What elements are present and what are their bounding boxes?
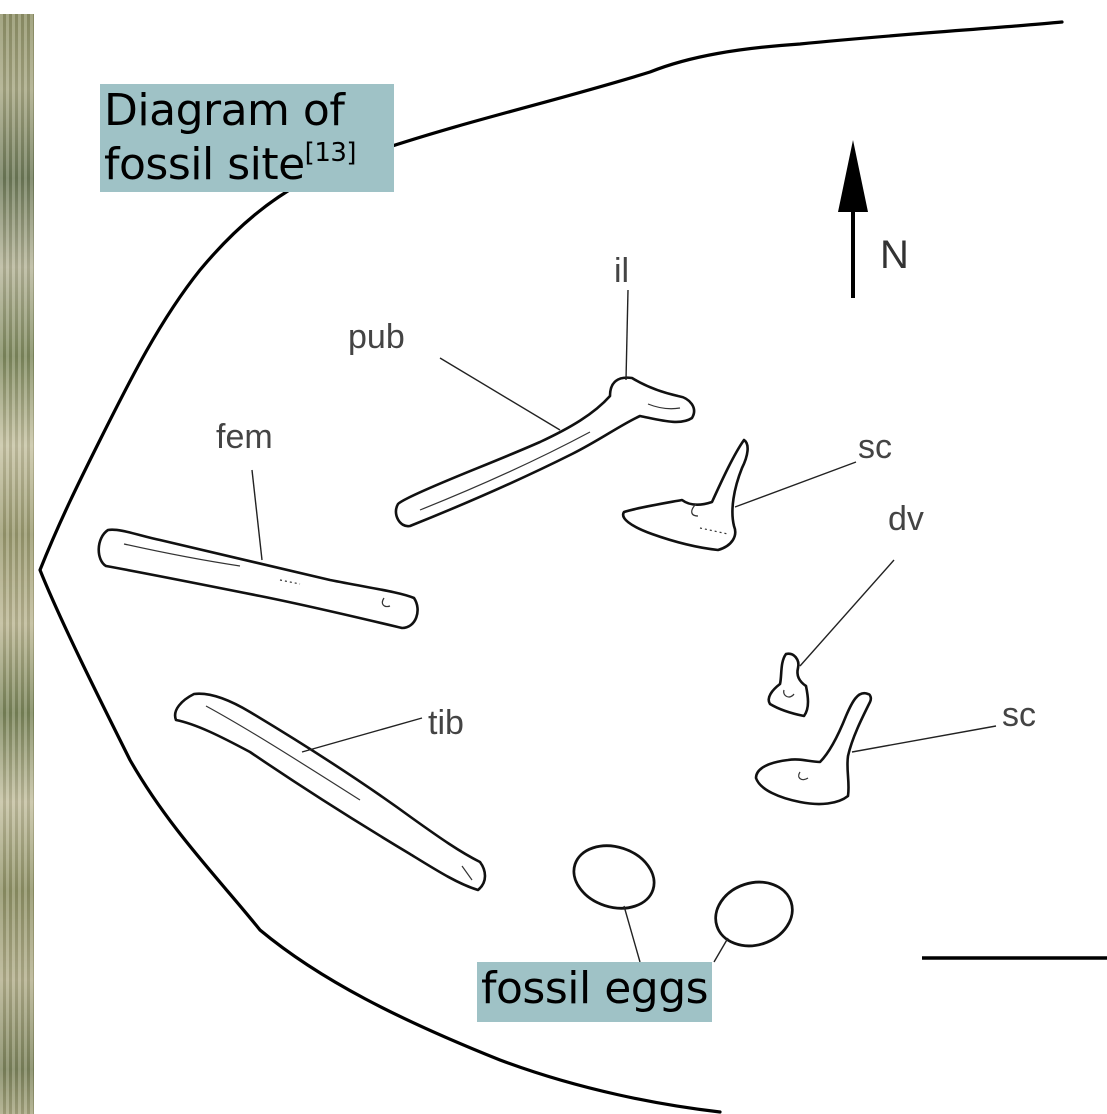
label-tib: tib <box>428 704 464 742</box>
pubis-bone <box>396 378 694 527</box>
diagram-title-caption: Diagram of fossil site[13] <box>100 84 394 192</box>
il-leader <box>626 290 628 380</box>
fossil-egg-1 <box>566 836 663 918</box>
title-line-1: Diagram of <box>104 84 390 138</box>
fossil-eggs-caption: fossil eggs <box>477 962 712 1022</box>
label-dv: dv <box>888 500 924 538</box>
fossil-egg-2 <box>707 872 800 955</box>
label-sc-lower: sc <box>1002 696 1036 734</box>
egg-2-leader <box>714 938 728 962</box>
scapulocoracoid-upper <box>623 440 747 550</box>
tib-leader <box>302 718 422 752</box>
title-line-2: fossil site <box>104 139 305 190</box>
sc-lower-leader <box>852 726 996 752</box>
pub-leader <box>440 358 560 430</box>
label-sc-upper: sc <box>858 428 892 466</box>
egg-1-leader <box>624 906 640 962</box>
label-pub: pub <box>348 318 405 356</box>
north-label: N <box>880 233 909 277</box>
scapulocoracoid-lower <box>756 693 871 804</box>
fem-leader <box>252 470 262 560</box>
femur-bone <box>99 530 418 628</box>
citation-link[interactable]: [13] <box>305 138 356 168</box>
label-fem: fem <box>216 418 273 456</box>
sc-upper-leader <box>735 462 856 507</box>
label-il: il <box>614 252 629 290</box>
dv-leader <box>800 560 894 666</box>
north-arrow-icon <box>838 140 868 298</box>
